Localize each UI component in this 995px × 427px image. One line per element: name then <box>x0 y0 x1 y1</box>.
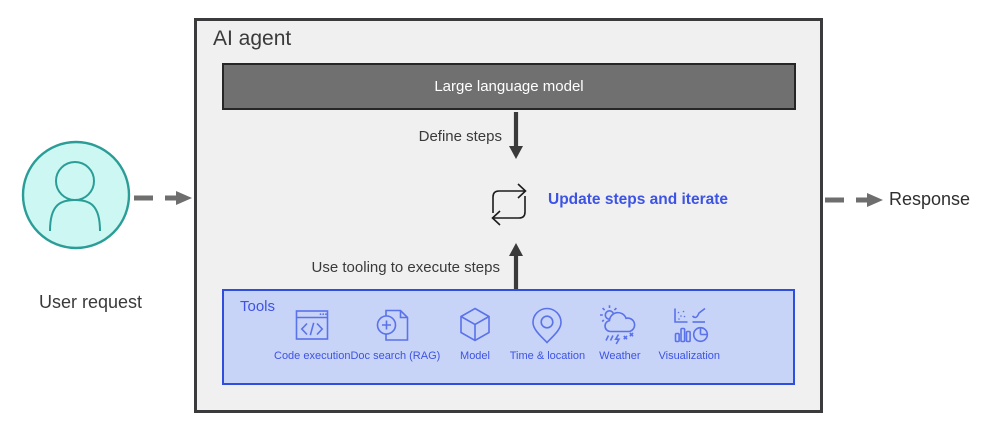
tool-item-model: Model <box>440 303 509 362</box>
tool-item-code-execution: Code execution <box>274 303 350 362</box>
execute-steps-label: Use tooling to execute steps <box>311 259 500 276</box>
doc-search-icon <box>377 309 409 341</box>
tool-label: Doc search (RAG) <box>350 350 441 362</box>
llm-label: Large language model <box>434 78 584 95</box>
iterate-loop-icon <box>491 183 527 226</box>
tool-item-doc-search: Doc search (RAG) <box>350 303 440 362</box>
tool-label: Time & location <box>509 350 586 362</box>
define-steps-label: Define steps <box>418 128 502 145</box>
visualization-icon <box>674 307 709 343</box>
weather-icon <box>599 305 636 345</box>
user-request-label: User request <box>38 292 143 312</box>
code-execution-icon <box>295 310 329 340</box>
tools-box: Tools Code execution <box>222 289 795 385</box>
tool-label: Weather <box>599 350 641 362</box>
tool-item-time-location: Time & location <box>510 303 585 362</box>
ai-agent-box: AI agent Large language model Define ste… <box>194 18 823 413</box>
request-arrow-icon <box>134 191 192 205</box>
tool-label: Visualization <box>658 350 721 362</box>
response-arrow-icon <box>825 193 883 207</box>
execute-steps-arrow-icon <box>509 243 523 289</box>
user-icon <box>21 140 131 250</box>
tools-row: Code execution Doc search (RAG) <box>274 303 724 362</box>
tool-label: Model <box>460 350 490 362</box>
define-steps-arrow-icon <box>509 112 523 159</box>
iterate-label: Update steps and iterate <box>548 191 729 208</box>
time-location-icon <box>532 307 563 344</box>
llm-bar: Large language model <box>222 63 796 110</box>
tool-item-weather: Weather <box>585 303 654 362</box>
agent-title: AI agent <box>213 27 292 50</box>
tool-label: Code execution <box>274 350 351 362</box>
tools-title: Tools <box>240 298 276 315</box>
model-icon <box>460 307 490 342</box>
response-label: Response <box>889 189 971 209</box>
tool-item-visualization: Visualization <box>655 303 724 362</box>
